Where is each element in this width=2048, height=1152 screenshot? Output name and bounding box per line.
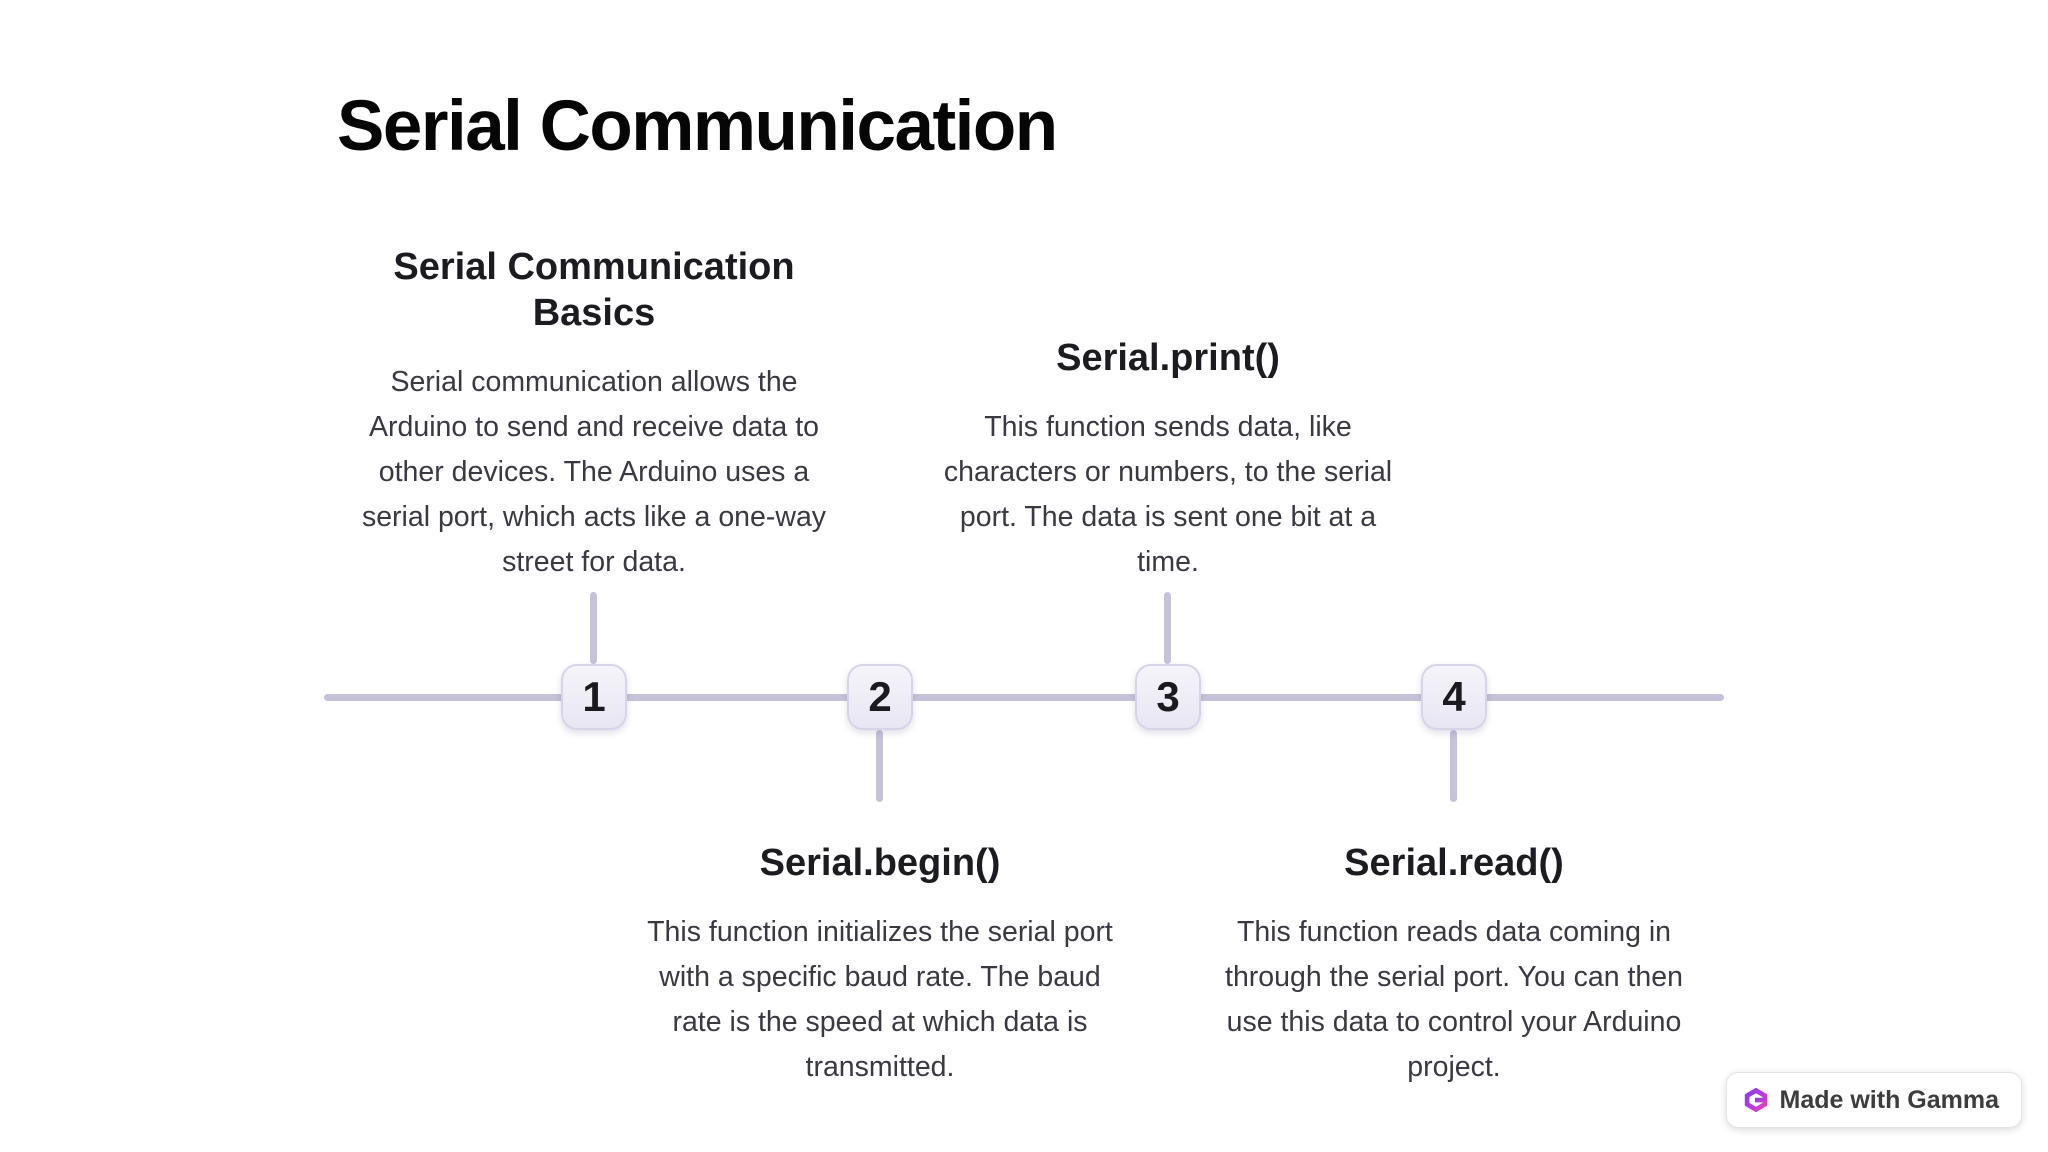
step-block-4: Serial.read() This function reads data c…	[1220, 840, 1688, 1090]
timeline-marker-3: 3	[1135, 664, 1201, 730]
step-number: 1	[582, 673, 606, 720]
step-number: 2	[868, 673, 892, 720]
timeline-marker-2: 2	[847, 664, 913, 730]
timeline-line	[324, 694, 1724, 701]
connector-down-2	[876, 730, 883, 802]
step-description: This function sends data, like character…	[943, 411, 1393, 578]
slide-title: Serial Communication	[337, 87, 1058, 166]
step-number: 4	[1442, 673, 1466, 720]
step-block-2: Serial.begin() This function initializes…	[646, 840, 1114, 1090]
step-description: This function reads data coming in throu…	[1225, 916, 1683, 1083]
step-title: Serial.print()	[1056, 337, 1280, 379]
step-title: Serial.begin()	[759, 842, 1001, 884]
gamma-logo-icon	[1744, 1087, 1767, 1113]
connector-up-3	[1164, 592, 1171, 664]
step-block-1: Serial Communication Basics Serial commu…	[360, 244, 828, 585]
step-title: Serial Communication Basics	[393, 246, 795, 334]
step-description: Serial communication allows the Arduino …	[361, 366, 827, 578]
made-with-gamma-badge[interactable]: Made with Gamma	[1725, 1072, 2022, 1128]
timeline-marker-1: 1	[561, 664, 627, 730]
badge-label: Made with Gamma	[1779, 1085, 2000, 1114]
step-number: 3	[1156, 673, 1180, 720]
step-block-3: Serial.print() This function sends data,…	[934, 335, 1402, 585]
connector-down-4	[1450, 730, 1457, 802]
timeline-marker-4: 4	[1421, 664, 1487, 730]
connector-up-1	[590, 592, 597, 664]
step-title: Serial.read()	[1344, 842, 1564, 884]
step-description: This function initializes the serial por…	[647, 916, 1113, 1083]
